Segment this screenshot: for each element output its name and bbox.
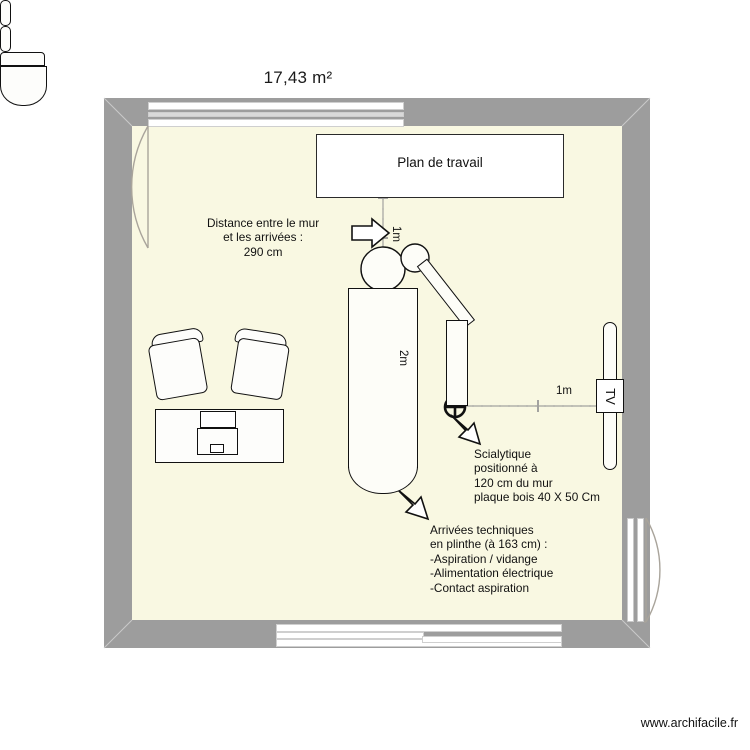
dimension-label-vertical-top: 1m (389, 226, 402, 242)
annotation-distance-wall: Distance entre le mur et les arrivées : … (207, 216, 320, 259)
laptop-trackpad (210, 444, 224, 453)
window-top-pane-3 (148, 119, 404, 127)
annotation-arrivees-techniques: Arrivées techniques en plinthe (à 163 cm… (430, 523, 554, 595)
dimension-label-vertical-main: 2m (396, 350, 409, 366)
window-bottom-pane-1 (276, 624, 562, 632)
armchair-right (229, 337, 291, 401)
page-title: 17,43 m² (263, 68, 333, 87)
arrow-scialytique (450, 414, 482, 446)
office-chair-armrest-right (0, 26, 11, 52)
arrow-distance-wall (351, 217, 391, 249)
laptop-screen (200, 411, 236, 428)
worktop-counter (316, 134, 564, 198)
bed-headrest (360, 246, 406, 292)
armchair-left (147, 336, 209, 402)
office-chair-back (0, 52, 45, 66)
wall-left (104, 98, 132, 648)
wall-corner-miters (103, 97, 651, 649)
window-bottom-pane-4 (422, 636, 562, 643)
dimension-line-horizontal (460, 400, 612, 412)
treatment-table (348, 288, 418, 468)
scialytique-arm-lower (446, 320, 468, 406)
window-top-pane-2 (148, 112, 404, 117)
footer-url: www.archifacile.fr (640, 716, 738, 730)
door-swing-right (644, 517, 661, 623)
window-bottom-pane-2 (276, 632, 424, 639)
tv-label: TV (602, 387, 618, 405)
tv-label-box (596, 379, 624, 413)
arrow-arrivees (396, 488, 430, 521)
office-chair-seat (0, 66, 47, 106)
window-bottom-pane-3 (276, 639, 562, 647)
dimension-label-horizontal: 1m (556, 385, 572, 397)
worktop-label: Plan de travail (397, 155, 483, 170)
office-chair-armrest-left (0, 0, 11, 26)
door-swing-top-left (130, 125, 149, 249)
window-top-pane-1 (148, 102, 404, 110)
annotation-scialytique: Scialytique positionné à 120 cm du mur p… (474, 447, 600, 505)
door-right-leaf-1 (627, 518, 634, 622)
door-right-leaf-2 (637, 518, 644, 622)
